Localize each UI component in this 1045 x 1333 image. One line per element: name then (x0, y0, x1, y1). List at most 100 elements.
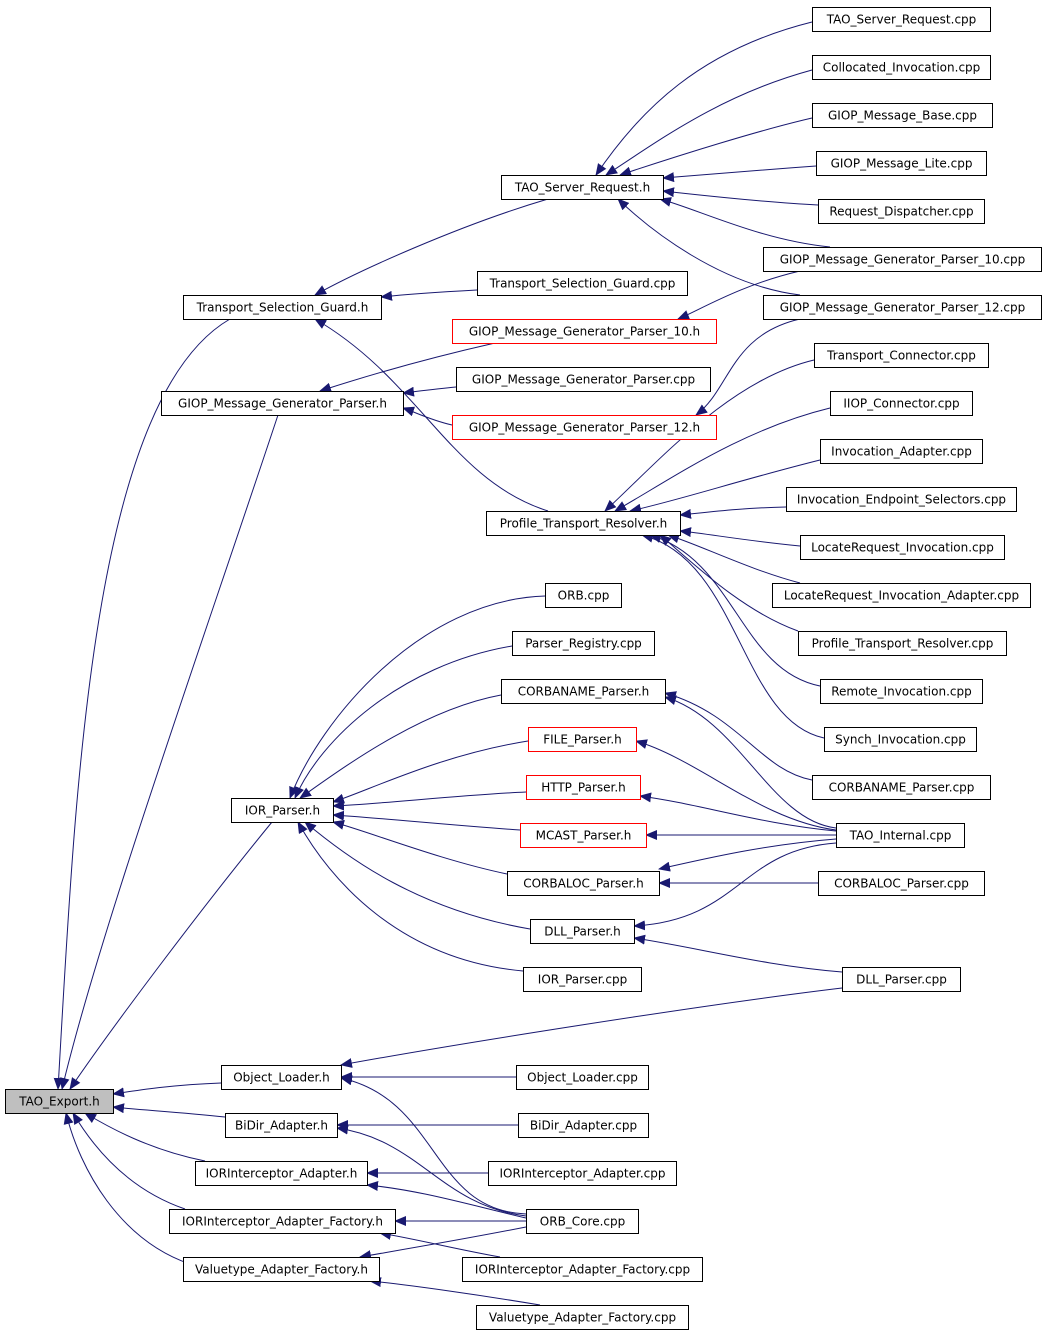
node-box[interactable] (812, 7, 991, 32)
node-synch-invocation-cpp[interactable]: Synch_Invocation.cpp (824, 727, 977, 752)
node-orb-cpp[interactable]: ORB.cpp (545, 583, 622, 608)
node-box[interactable] (812, 775, 991, 800)
node-invocation-adapter-cpp[interactable]: Invocation_Adapter.cpp (820, 439, 983, 464)
node-iorinterceptor-adapter-h[interactable]: IORInterceptor_Adapter.h (195, 1161, 368, 1186)
node-box[interactable] (462, 1257, 703, 1282)
node-box[interactable] (501, 679, 666, 704)
node-box[interactable] (452, 415, 717, 440)
node-remote-invocation-cpp[interactable]: Remote_Invocation.cpp (820, 679, 983, 704)
node-tao-internal-cpp[interactable]: TAO_Internal.cpp (836, 823, 965, 848)
node-tao-server-request-cpp[interactable]: TAO_Server_Request.cpp (812, 7, 991, 32)
node-object-loader-h[interactable]: Object_Loader.h (221, 1065, 342, 1090)
node-box[interactable] (836, 823, 965, 848)
node-locaterequest-invocation-cpp[interactable]: LocateRequest_Invocation.cpp (800, 535, 1005, 560)
node-box[interactable] (523, 967, 642, 992)
node-box[interactable] (161, 391, 404, 416)
node-box[interactable] (456, 367, 711, 392)
node-request-dispatcher-cpp[interactable]: Request_Dispatcher.cpp (818, 199, 985, 224)
node-box[interactable] (786, 487, 1017, 512)
node-box[interactable] (820, 679, 983, 704)
node-box[interactable] (486, 511, 681, 536)
node-giop-mgp10-h[interactable]: GIOP_Message_Generator_Parser_10.h (452, 319, 717, 344)
node-ior-parser-h[interactable]: IOR_Parser.h (231, 798, 334, 823)
node-corbaname-parser-cpp[interactable]: CORBANAME_Parser.cpp (812, 775, 991, 800)
node-box[interactable] (545, 583, 622, 608)
node-box[interactable] (516, 1065, 649, 1090)
node-box[interactable] (842, 967, 961, 992)
node-profile-transport-resolver-h[interactable]: Profile_Transport_Resolver.h (486, 511, 681, 536)
node-iiop-connector-cpp[interactable]: IIOP_Connector.cpp (830, 391, 973, 416)
node-box[interactable] (530, 919, 635, 944)
node-box[interactable] (818, 871, 985, 896)
node-bidir-adapter-cpp[interactable]: BiDir_Adapter.cpp (518, 1113, 649, 1138)
node-transport-selection-guard-cpp[interactable]: Transport_Selection_Guard.cpp (477, 271, 688, 296)
node-box[interactable] (818, 199, 985, 224)
node-valuetype-adapter-factory-h[interactable]: Valuetype_Adapter_Factory.h (183, 1257, 380, 1282)
node-box[interactable] (812, 55, 991, 80)
node-giop-mgp12-cpp[interactable]: GIOP_Message_Generator_Parser_12.cpp (763, 295, 1042, 320)
node-box[interactable] (763, 247, 1042, 272)
node-box[interactable] (183, 1257, 380, 1282)
node-box[interactable] (820, 439, 983, 464)
node-collocated-invocation-cpp[interactable]: Collocated_Invocation.cpp (812, 55, 991, 80)
node-dll-parser-cpp[interactable]: DLL_Parser.cpp (842, 967, 961, 992)
node-box[interactable] (452, 319, 717, 344)
node-box[interactable] (526, 775, 641, 800)
node-corbaloc-parser-h[interactable]: CORBALOC_Parser.h (507, 871, 660, 896)
node-giop-mgp-cpp[interactable]: GIOP_Message_Generator_Parser.cpp (456, 367, 711, 392)
node-box[interactable] (518, 1113, 649, 1138)
node-profile-transport-resolver-cpp[interactable]: Profile_Transport_Resolver.cpp (798, 631, 1007, 656)
node-giop-message-base-cpp[interactable]: GIOP_Message_Base.cpp (812, 103, 993, 128)
node-iorinterceptor-adapter-factory-h[interactable]: IORInterceptor_Adapter_Factory.h (169, 1209, 396, 1234)
node-iorinterceptor-adapter-cpp[interactable]: IORInterceptor_Adapter.cpp (488, 1161, 677, 1186)
node-valuetype-adapter-factory-cpp[interactable]: Valuetype_Adapter_Factory.cpp (476, 1305, 689, 1330)
node-box[interactable] (512, 631, 655, 656)
node-http-parser-h[interactable]: HTTP_Parser.h (526, 775, 641, 800)
node-box[interactable] (830, 391, 973, 416)
node-box[interactable] (798, 631, 1007, 656)
node-box[interactable] (520, 823, 647, 848)
node-object-loader-cpp[interactable]: Object_Loader.cpp (516, 1065, 649, 1090)
node-box[interactable] (824, 727, 977, 752)
node-transport-selection-guard-h[interactable]: Transport_Selection_Guard.h (183, 295, 382, 320)
node-tao-server-request-h[interactable]: TAO_Server_Request.h (501, 175, 664, 200)
node-bidir-adapter-h[interactable]: BiDir_Adapter.h (225, 1113, 338, 1138)
node-box[interactable] (816, 151, 987, 176)
node-ior-parser-cpp[interactable]: IOR_Parser.cpp (523, 967, 642, 992)
node-box[interactable] (225, 1113, 338, 1138)
node-box[interactable] (800, 535, 1005, 560)
node-invocation-endpoint-selectors-cpp[interactable]: Invocation_Endpoint_Selectors.cpp (786, 487, 1017, 512)
node-box[interactable] (812, 103, 993, 128)
node-box[interactable] (183, 295, 382, 320)
node-file-parser-h[interactable]: FILE_Parser.h (528, 727, 637, 752)
node-giop-message-lite-cpp[interactable]: GIOP_Message_Lite.cpp (816, 151, 987, 176)
node-corbaname-parser-h[interactable]: CORBANAME_Parser.h (501, 679, 666, 704)
node-box[interactable] (772, 583, 1031, 608)
node-box[interactable] (476, 1305, 689, 1330)
node-iorinterceptor-adapter-factory-cpp[interactable]: IORInterceptor_Adapter_Factory.cpp (462, 1257, 703, 1282)
node-tao-export-h[interactable]: TAO_Export.h (5, 1089, 114, 1114)
node-transport-connector-cpp[interactable]: Transport_Connector.cpp (814, 343, 989, 368)
node-box[interactable] (501, 175, 664, 200)
node-orb-core-cpp[interactable]: ORB_Core.cpp (526, 1209, 639, 1234)
node-corbaloc-parser-cpp[interactable]: CORBALOC_Parser.cpp (818, 871, 985, 896)
node-box[interactable] (526, 1209, 639, 1234)
node-giop-mgp10-cpp[interactable]: GIOP_Message_Generator_Parser_10.cpp (763, 247, 1042, 272)
node-giop-mgp-h[interactable]: GIOP_Message_Generator_Parser.h (161, 391, 404, 416)
node-box[interactable] (507, 871, 660, 896)
node-box[interactable] (169, 1209, 396, 1234)
node-box[interactable] (5, 1089, 114, 1114)
node-dll-parser-h[interactable]: DLL_Parser.h (530, 919, 635, 944)
node-giop-mgp12-h[interactable]: GIOP_Message_Generator_Parser_12.h (452, 415, 717, 440)
node-box[interactable] (195, 1161, 368, 1186)
node-box[interactable] (488, 1161, 677, 1186)
node-mcast-parser-h[interactable]: MCAST_Parser.h (520, 823, 647, 848)
node-box[interactable] (231, 798, 334, 823)
node-box[interactable] (814, 343, 989, 368)
node-box[interactable] (477, 271, 688, 296)
node-box[interactable] (763, 295, 1042, 320)
node-box[interactable] (528, 727, 637, 752)
node-parser-registry-cpp[interactable]: Parser_Registry.cpp (512, 631, 655, 656)
node-locaterequest-invocation-adapter-cpp[interactable]: LocateRequest_Invocation_Adapter.cpp (772, 583, 1031, 608)
node-box[interactable] (221, 1065, 342, 1090)
